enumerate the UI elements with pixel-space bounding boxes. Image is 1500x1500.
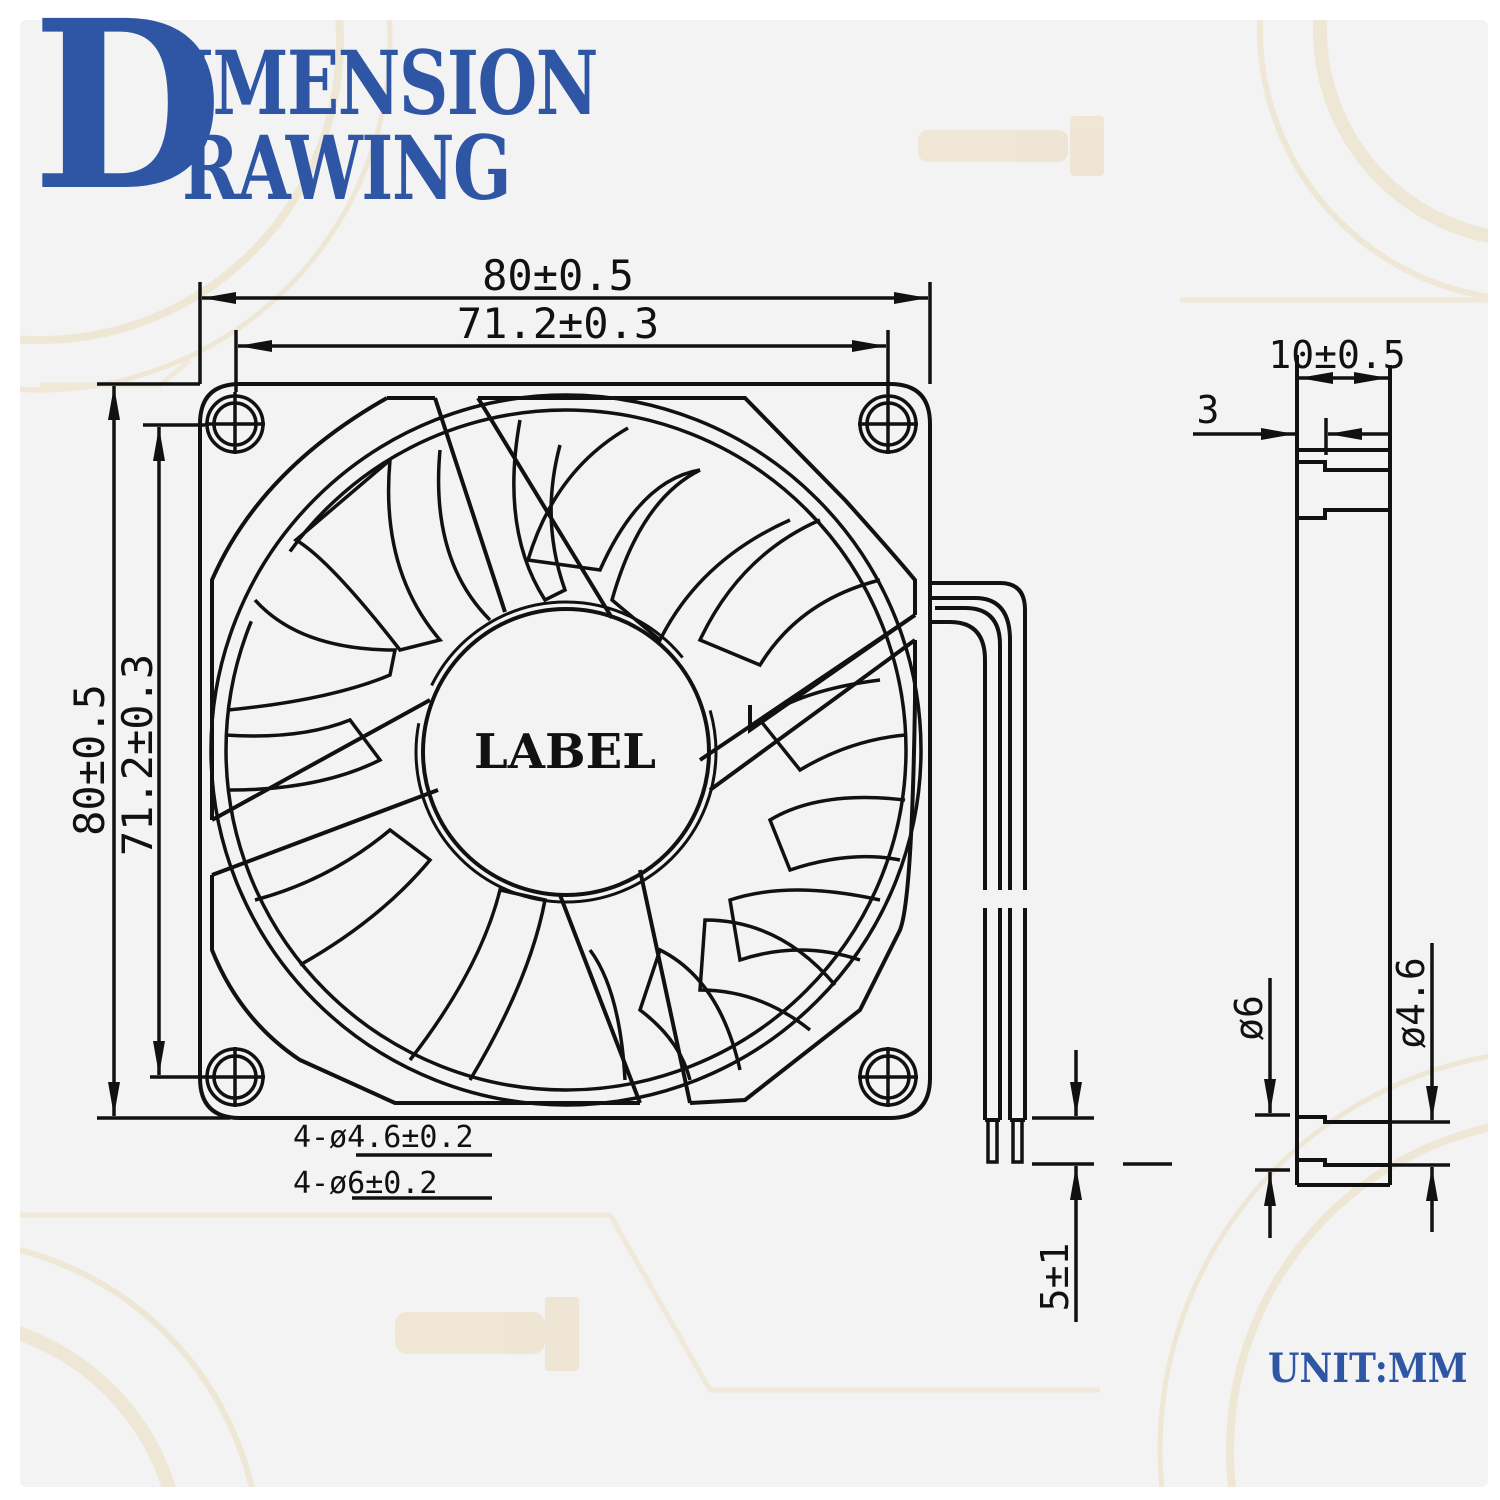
dimension-lines (97, 282, 1172, 1322)
mounting-hole-top-right (858, 394, 918, 454)
dim-height-outer: 80±0.5 (65, 684, 114, 836)
hole-spec-small: 4-ø4.6±0.2 (293, 1120, 474, 1155)
background-decoration (20, 20, 1488, 1487)
hole-spec-large: 4-ø6±0.2 (293, 1166, 438, 1201)
fan-blades (224, 419, 906, 1081)
dim-flange: 3 (1197, 388, 1220, 432)
mounting-hole-top-left (205, 392, 265, 454)
title-line-2: RAWING (182, 116, 512, 220)
drawing-panel (20, 20, 1488, 1487)
side-view (1295, 355, 1392, 1187)
frame-spokes (211, 396, 917, 1104)
title-line-1: IMENSION (182, 31, 598, 135)
bolt-icon (395, 1297, 579, 1371)
venturi-ring (209, 393, 923, 1107)
mounting-hole-bottom-left (150, 1047, 265, 1107)
lead-wires (930, 581, 1027, 1164)
side-dimension-lines (1193, 372, 1450, 1238)
dim-width-outer: 80±0.5 (482, 251, 634, 300)
dim-width-hole-spacing: 71.2±0.3 (457, 299, 659, 348)
dim-hole-dia-inner: ø4.6 (1389, 957, 1433, 1049)
fan-frame-outline (198, 382, 932, 1120)
mounting-hole-bottom-right (858, 1047, 918, 1107)
unit-label: UNIT:MM (1268, 1345, 1468, 1392)
dim-hole-dia-outer: ø6 (1227, 995, 1271, 1041)
dim-wire-strip: 5±1 (1033, 1243, 1077, 1312)
title-initial: D (32, 0, 223, 242)
mounting-holes (150, 392, 918, 1107)
dim-height-hole-spacing: 71.2±0.3 (113, 654, 162, 856)
fan-shroud (210, 396, 917, 1105)
bolt-icon (918, 116, 1104, 176)
hub-label: LABEL (474, 724, 656, 780)
dim-thickness: 10±0.5 (1268, 333, 1405, 377)
